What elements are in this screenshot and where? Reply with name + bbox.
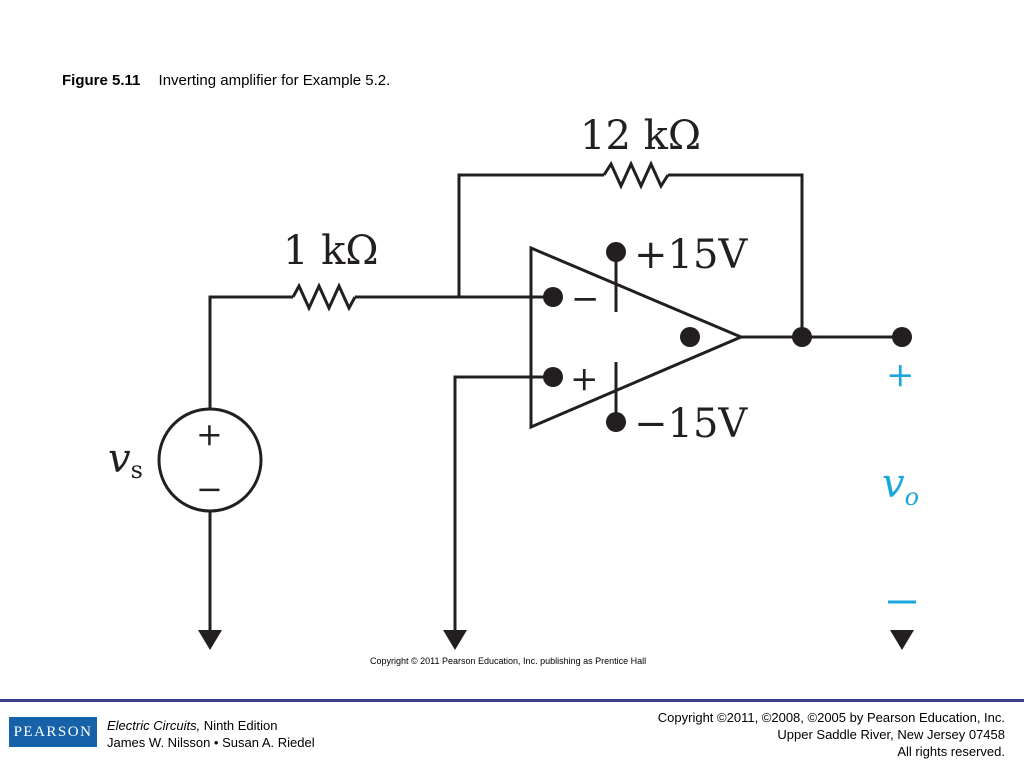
book-title: Electric Circuits, <box>107 718 201 733</box>
source-subscript: s <box>131 456 143 484</box>
publisher-address: Upper Saddle River, New Jersey 07458 <box>777 727 1005 742</box>
output-ground-arrow <box>890 630 914 650</box>
circuit-diagram: 12 kΩ 1 kΩ +15V −15V − + + − vs + vo <box>108 113 919 650</box>
output-label: vo <box>882 461 919 511</box>
supply-positive-node <box>606 242 626 262</box>
source-ground-arrow <box>198 630 222 650</box>
figure-caption: Figure 5.11 Inverting amplifier for Exam… <box>62 72 390 89</box>
publisher-rights: All rights reserved. <box>897 744 1005 759</box>
source-top-wire <box>208 295 293 410</box>
output-terminal-node <box>892 327 912 347</box>
book-authors: James W. Nilsson • Susan A. Riedel <box>107 735 315 750</box>
noninverting-input-node <box>543 367 563 387</box>
feedback-resistor-12k <box>602 160 670 190</box>
output-plus-label: + <box>886 355 915 395</box>
publisher-info: Copyright ©2011, ©2008, ©2005 by Pearson… <box>658 709 1005 760</box>
op-amp-triangle <box>529 245 745 430</box>
source-minus-label: − <box>196 470 223 508</box>
feedback-wire-left <box>457 173 604 297</box>
output-node <box>680 327 700 347</box>
input-resistor-1k <box>291 282 357 312</box>
figure-title: Inverting amplifier for Example 5.2. <box>158 72 391 89</box>
source-label: vs <box>108 436 143 484</box>
noninverting-ground-wire <box>453 375 553 632</box>
input-resistor-label: 1 kΩ <box>283 228 379 274</box>
supply-negative-label: −15V <box>634 401 748 447</box>
source-symbol: v <box>108 436 131 482</box>
output-subscript: o <box>905 483 919 511</box>
feedback-junction-node <box>792 327 812 347</box>
pearson-logo: PEARSON <box>9 717 97 747</box>
publisher-copyright: Copyright ©2011, ©2008, ©2005 by Pearson… <box>657 710 1005 725</box>
inverting-input-node <box>543 287 563 307</box>
noninverting-ground-arrow <box>443 630 467 650</box>
feedback-wire-right <box>668 173 804 337</box>
inverting-input-label: − <box>571 279 600 319</box>
footer-rule <box>0 699 1024 702</box>
source-plus-label: + <box>196 415 223 453</box>
book-info: Electric Circuits, Ninth Edition James W… <box>107 717 315 751</box>
book-edition: Ninth Edition <box>200 718 278 733</box>
output-symbol: v <box>882 461 905 507</box>
image-copyright: Copyright © 2011 Pearson Education, Inc.… <box>370 656 647 666</box>
supply-positive-label: +15V <box>634 232 748 278</box>
supply-negative-node <box>606 412 626 432</box>
figure-label: Figure 5.11 <box>62 72 141 89</box>
feedback-resistor-label: 12 kΩ <box>580 113 701 159</box>
noninverting-input-label: + <box>570 359 599 399</box>
